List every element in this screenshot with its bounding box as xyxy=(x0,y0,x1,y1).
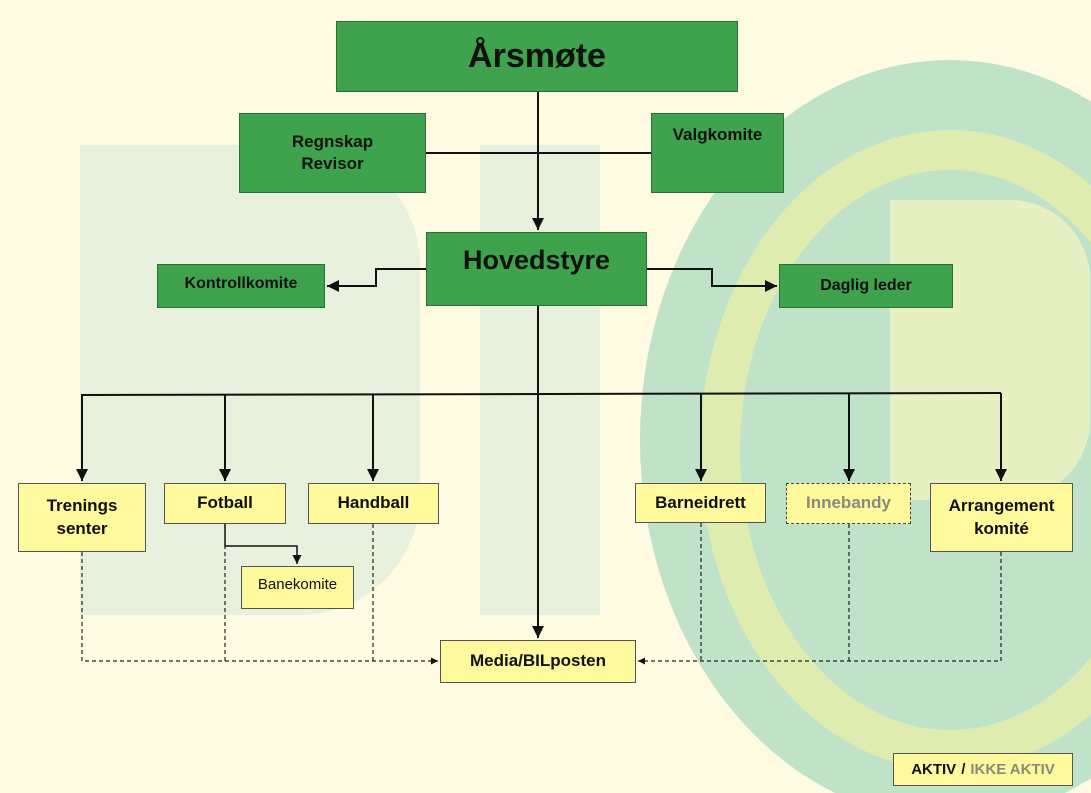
arrangement-komite-box: Arrangement komité xyxy=(930,483,1073,552)
arrangement-line1: Arrangement xyxy=(948,496,1055,516)
legend-separator: / xyxy=(961,760,966,778)
regnskap-revisor-box: Regnskap Revisor xyxy=(239,113,426,193)
watermark-ring xyxy=(700,130,1091,770)
arsmote-box: Årsmøte xyxy=(336,21,738,92)
treningssenter-line2: senter xyxy=(56,518,108,538)
valgkomite-box: Valgkomite xyxy=(651,113,784,193)
handball-box: Handball xyxy=(308,483,439,524)
hovedstyre-box: Hovedstyre xyxy=(426,232,647,306)
treningssenter-line1: Trenings xyxy=(46,496,118,516)
barneidrett-box: Barneidrett xyxy=(635,483,766,523)
legend-box: AKTIV / IKKE AKTIV xyxy=(893,753,1073,786)
media-bilposten-box: Media/BILposten xyxy=(440,640,636,683)
regnskap-label: Regnskap xyxy=(291,131,374,151)
innebandy-box: Innebandy xyxy=(786,483,911,524)
kontrollkomite-box: Kontrollkomite xyxy=(157,264,325,308)
revisor-label: Revisor xyxy=(301,154,364,173)
fotball-box: Fotball xyxy=(164,483,286,524)
banekomite-box: Banekomite xyxy=(241,566,354,609)
treningssenter-box: Trenings senter xyxy=(18,483,146,552)
daglig-leder-box: Daglig leder xyxy=(779,264,953,308)
arrangement-line2: komité xyxy=(974,518,1029,538)
legend-active: AKTIV xyxy=(911,760,957,778)
legend-inactive: IKKE AKTIV xyxy=(970,760,1055,778)
